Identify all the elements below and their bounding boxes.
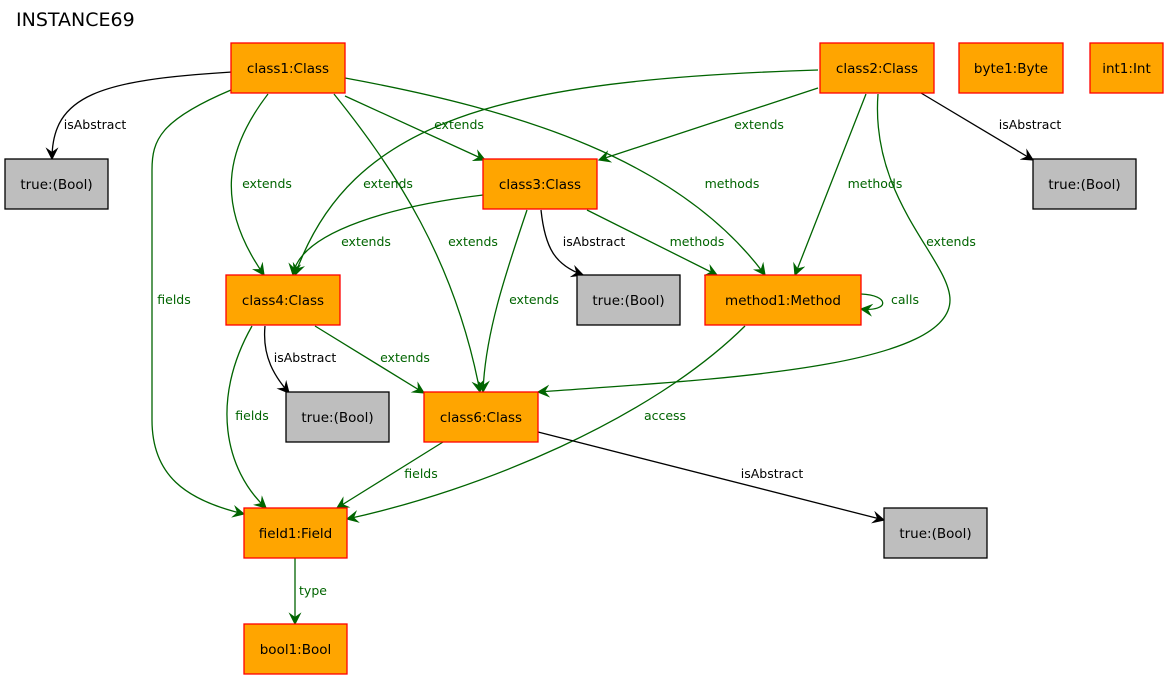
- edge-class1-method1: [344, 77, 766, 277]
- node-label-true1: true:(Bool): [20, 177, 92, 193]
- node-label-byte1: byte1:Byte: [974, 61, 1048, 77]
- edge-label-class1-method1: methods: [705, 176, 760, 191]
- edge-class2-true2: [920, 92, 1035, 161]
- edge-class4-true4: [263, 325, 290, 394]
- node-box-true4: [285, 391, 390, 443]
- edge-label-class2-class3: extends: [734, 117, 784, 132]
- edge-class1-true1: [45, 71, 233, 161]
- node-true1: true:(Bool): [4, 158, 109, 210]
- edge-class4-field1: [226, 325, 267, 509]
- edge-label-method1-method1: calls: [891, 292, 919, 307]
- node-box-true1: [4, 158, 109, 210]
- node-field1: field1:Field: [243, 507, 348, 559]
- node-int1: int1:Int: [1089, 42, 1164, 94]
- edge-label-class3-class4: extends: [341, 234, 391, 249]
- node-true3: true:(Bool): [576, 274, 681, 326]
- edge-class3-true3: [540, 209, 585, 278]
- edge-class3-class4: [288, 194, 484, 277]
- edge-label-class2-class6: extends: [926, 234, 976, 249]
- edge-class6-true5: [537, 431, 886, 524]
- edge-label-class3-method1: methods: [670, 234, 725, 249]
- edge-label-class4-true4: isAbstract: [274, 350, 337, 365]
- node-label-class1: class1:Class: [247, 61, 329, 77]
- edge-class2-method1: [793, 93, 867, 277]
- edge-label-class1-true1: isAbstract: [64, 117, 127, 132]
- node-box-true3: [576, 274, 681, 326]
- node-box-true2: [1032, 158, 1137, 210]
- node-box-class1: [230, 42, 346, 94]
- node-label-bool1: bool1:Bool: [260, 642, 332, 658]
- edges-layer: isAbstract extends extends extends methods fi…: [45, 69, 1062, 626]
- node-class3: class3:Class: [482, 158, 598, 210]
- node-box-class6: [423, 391, 539, 443]
- node-true2: true:(Bool): [1032, 158, 1137, 210]
- edge-label-class3-true3: isAbstract: [563, 234, 626, 249]
- edge-label-class1-class6: extends: [448, 234, 498, 249]
- edge-class3-method1: [586, 209, 719, 276]
- edge-method1-method1: [859, 293, 884, 317]
- node-box-method1: [704, 274, 862, 326]
- node-box-class3: [482, 158, 598, 210]
- node-class4: class4:Class: [225, 274, 341, 326]
- edge-label-class2-method1: methods: [848, 176, 903, 191]
- edge-class3-class6: [476, 209, 528, 394]
- node-label-class3: class3:Class: [499, 177, 581, 193]
- edge-label-class4-field1: fields: [235, 408, 268, 423]
- edge-class2-class6: [536, 93, 951, 398]
- node-class1: class1:Class: [230, 42, 346, 94]
- edge-class1-class3: [344, 95, 487, 162]
- edge-label-class6-true5: isAbstract: [741, 466, 804, 481]
- node-box-field1: [243, 507, 348, 559]
- node-true5: true:(Bool): [883, 507, 988, 559]
- node-label-true3: true:(Bool): [592, 293, 664, 309]
- node-box-bool1: [243, 623, 348, 675]
- node-label-int1: int1:Int: [1102, 61, 1151, 77]
- edge-label-class6-field1: fields: [404, 466, 437, 481]
- node-box-true5: [883, 507, 988, 559]
- node-label-true4: true:(Bool): [301, 410, 373, 426]
- diagram-title: INSTANCE69: [16, 9, 135, 31]
- node-byte1: byte1:Byte: [958, 42, 1064, 94]
- node-label-class4: class4:Class: [242, 293, 324, 309]
- edge-label-method1-field1: access: [644, 408, 686, 423]
- edge-label-class1-field1: fields: [157, 292, 190, 307]
- node-box-byte1: [958, 42, 1064, 94]
- node-bool1: bool1:Bool: [243, 623, 348, 675]
- node-box-class4: [225, 274, 341, 326]
- edge-method1-field1: [345, 325, 746, 523]
- edge-class4-class6: [314, 325, 426, 394]
- node-box-int1: [1089, 42, 1164, 94]
- node-box-class2: [819, 42, 935, 94]
- node-label-method1: method1:Method: [725, 293, 841, 309]
- edge-class2-class3: [597, 87, 819, 163]
- edge-class6-field1: [335, 441, 444, 509]
- edge-label-class2-true2: isAbstract: [999, 117, 1062, 132]
- nodes-layer: class1:Class class2:Class byte1:Byte int1:I…: [4, 42, 1164, 675]
- node-label-field1: field1:Field: [259, 526, 332, 542]
- edge-label-class4-class6: extends: [380, 350, 430, 365]
- node-class6: class6:Class: [423, 391, 539, 443]
- node-label-true2: true:(Bool): [1048, 177, 1120, 193]
- edge-label-class1-class3: extends: [434, 117, 484, 132]
- node-label-class6: class6:Class: [440, 410, 522, 426]
- node-label-true5: true:(Bool): [899, 526, 971, 542]
- edge-label-class3-class6: extends: [509, 292, 559, 307]
- node-class2: class2:Class: [819, 42, 935, 94]
- edge-label-field1-bool1: type: [299, 583, 327, 598]
- edge-label-class2-class4: extends: [363, 176, 413, 191]
- node-label-class2: class2:Class: [836, 61, 918, 77]
- edge-class1-class4: [230, 93, 269, 277]
- node-method1: method1:Method: [704, 274, 862, 326]
- node-true4: true:(Bool): [285, 391, 390, 443]
- edge-label-class1-class4: extends: [242, 176, 292, 191]
- edge-class1-class6: [333, 93, 485, 394]
- edge-class1-field1: [151, 89, 246, 518]
- edge-class2-class4: [292, 69, 819, 277]
